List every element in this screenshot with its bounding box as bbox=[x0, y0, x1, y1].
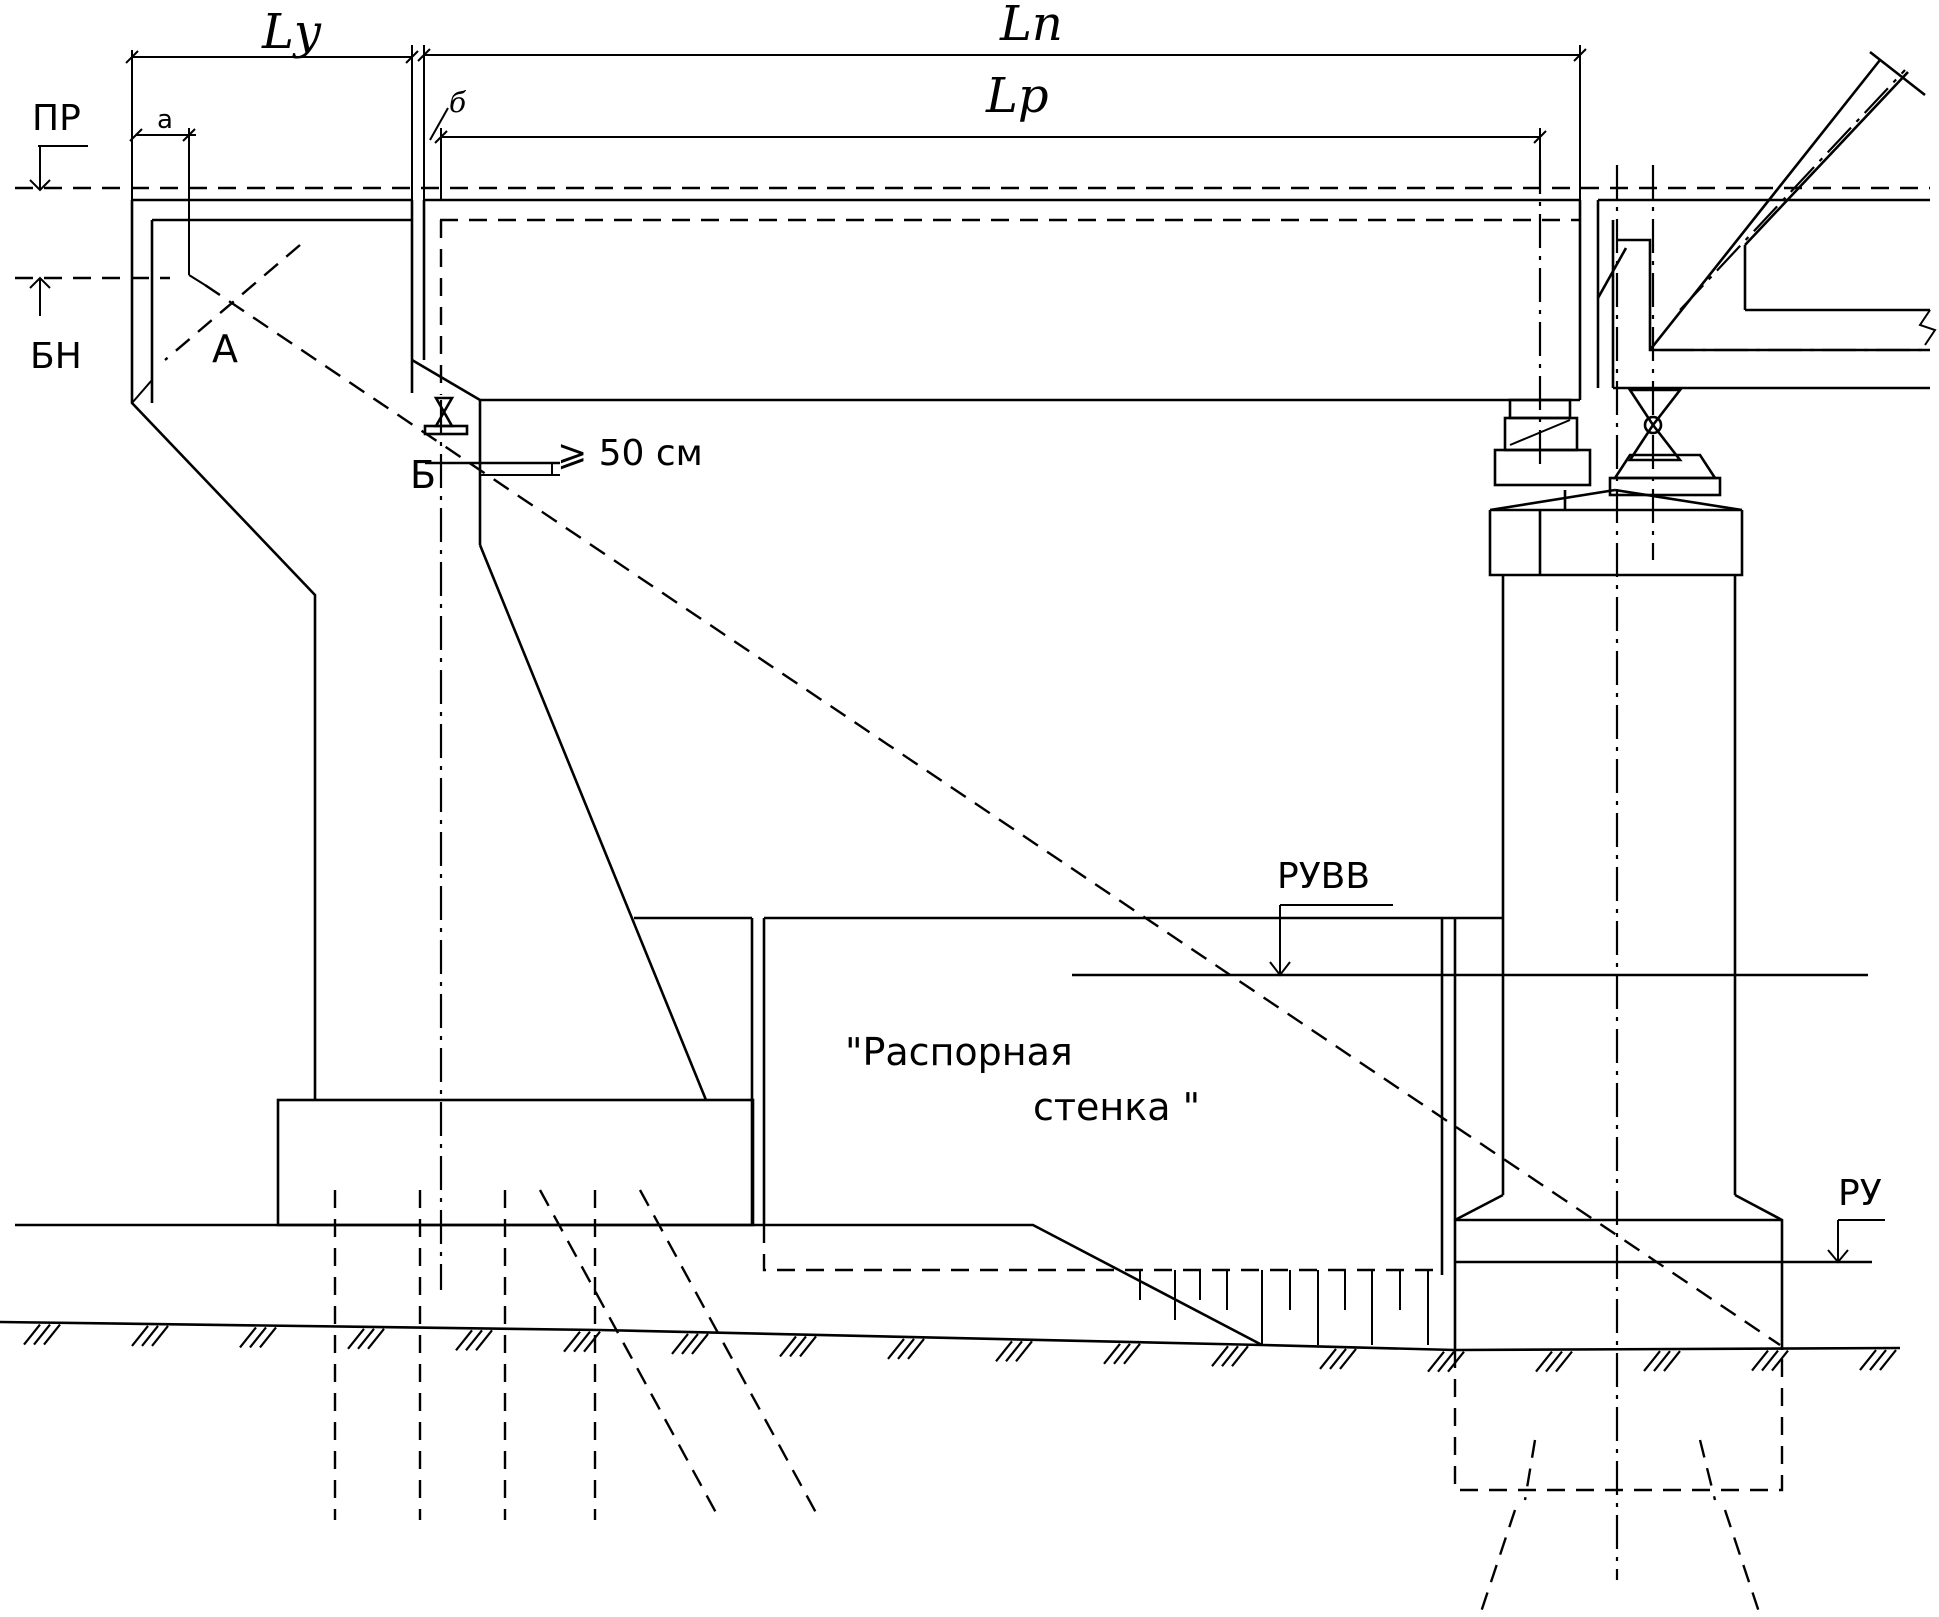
ground-hatch-mark bbox=[1859, 1349, 1877, 1371]
ground-hatch-mark bbox=[799, 1335, 817, 1358]
ground-hatch-mark bbox=[1329, 1348, 1347, 1370]
ground-hatch-mark bbox=[1231, 1345, 1249, 1367]
ground-hatch-mark bbox=[1771, 1349, 1789, 1372]
ground-hatch-mark bbox=[573, 1331, 591, 1353]
ground-hatch-mark bbox=[563, 1331, 581, 1353]
girder bbox=[424, 160, 1582, 470]
ground-hatch-mark bbox=[357, 1328, 375, 1350]
ground-hatch-mark bbox=[1339, 1348, 1357, 1370]
label-b: б bbox=[449, 86, 467, 119]
ground-hatch-mark bbox=[1653, 1350, 1671, 1372]
dimension-ln bbox=[417, 45, 1587, 200]
ground-hatch-mark bbox=[249, 1326, 267, 1349]
ground-line bbox=[0, 1223, 1901, 1352]
ground-hatch-mark bbox=[455, 1329, 473, 1351]
ground-hatch-mark bbox=[347, 1328, 365, 1350]
ground-hatch-mark bbox=[33, 1323, 51, 1346]
ground-hatch-mark bbox=[465, 1329, 483, 1351]
ground-hatch-mark bbox=[239, 1326, 257, 1349]
ground-hatch-mark bbox=[1113, 1343, 1131, 1365]
level-pr bbox=[29, 145, 88, 192]
ground-hatch-mark bbox=[1663, 1350, 1681, 1372]
label-ln: Lп bbox=[999, 0, 1063, 52]
left-foundation bbox=[276, 916, 755, 1227]
ground-hatch-mark bbox=[141, 1325, 159, 1347]
ground-hatch-mark bbox=[475, 1329, 493, 1351]
level-bn bbox=[29, 276, 51, 316]
wall-label-line2: стенка " bbox=[1033, 1085, 1200, 1129]
strut-wall bbox=[762, 916, 1503, 1275]
label-bn: БН bbox=[30, 336, 82, 377]
ground-hatch-mark bbox=[1437, 1351, 1455, 1373]
ground-hatch-mark bbox=[681, 1333, 699, 1355]
ground-hatch-mark bbox=[131, 1325, 149, 1347]
level-ru bbox=[1827, 1219, 1885, 1264]
ground-hatch-mark bbox=[1751, 1349, 1769, 1372]
ground-hatching bbox=[23, 1323, 1897, 1373]
ground-hatch-mark bbox=[671, 1333, 689, 1355]
ground-hatch-mark bbox=[1427, 1351, 1445, 1373]
ground-hatch-mark bbox=[1555, 1350, 1573, 1373]
level-ruvv bbox=[1269, 904, 1393, 977]
label-lp: Lр bbox=[985, 68, 1049, 124]
dimension-lp bbox=[434, 128, 1547, 200]
ground-hatch-mark bbox=[1535, 1350, 1553, 1373]
ground-hatch-mark bbox=[43, 1323, 61, 1346]
ground-hatch-mark bbox=[1545, 1350, 1563, 1373]
ground-hatch-mark bbox=[1879, 1349, 1897, 1371]
label-point-a: А bbox=[212, 327, 238, 371]
dimension-b bbox=[429, 107, 449, 141]
left-piles bbox=[333, 1189, 822, 1521]
label-ruvv: РУВВ bbox=[1277, 856, 1370, 897]
left-abutment bbox=[130, 198, 708, 1101]
prism-line-long bbox=[204, 284, 1781, 1346]
ground-hatch-mark bbox=[1123, 1343, 1141, 1365]
ground-hatch-mark bbox=[1221, 1345, 1239, 1367]
label-ly: Lу bbox=[261, 4, 322, 60]
dimension-ly bbox=[125, 45, 419, 200]
right-bearing bbox=[1608, 388, 1722, 497]
ground-hatch-mark bbox=[1643, 1350, 1661, 1372]
ground-hatch-mark bbox=[691, 1333, 709, 1355]
label-a: а bbox=[157, 105, 173, 135]
ground-hatch-mark bbox=[1211, 1345, 1229, 1367]
ground-hatch-mark bbox=[583, 1331, 601, 1353]
label-min-clearance: ⩾ 50 см bbox=[557, 433, 703, 474]
ground-hatch-mark bbox=[1103, 1343, 1121, 1365]
right-pier bbox=[1453, 165, 1784, 1616]
wall-label-line1: "Распорная bbox=[845, 1030, 1073, 1074]
ground-hatch-mark bbox=[907, 1338, 925, 1360]
riverbed-ticks bbox=[1139, 1270, 1429, 1345]
ground-hatch-mark bbox=[779, 1335, 797, 1358]
ground-hatch-mark bbox=[897, 1338, 915, 1360]
ground-hatch-mark bbox=[367, 1328, 385, 1350]
ground-hatch-mark bbox=[23, 1323, 41, 1346]
ground-hatch-mark bbox=[995, 1340, 1013, 1363]
ground-hatch-mark bbox=[1761, 1349, 1779, 1372]
adjacent-span bbox=[1596, 50, 1937, 390]
ground-hatch-mark bbox=[259, 1326, 277, 1349]
ground-hatch-mark bbox=[1005, 1340, 1023, 1363]
ground-hatch-mark bbox=[887, 1338, 905, 1360]
clearance-dimension bbox=[480, 462, 560, 476]
label-pr: ПР bbox=[32, 98, 81, 139]
label-ru: РУ bbox=[1838, 1173, 1882, 1214]
label-point-b: Б bbox=[410, 453, 436, 497]
ground-hatch-mark bbox=[151, 1325, 169, 1347]
ground-hatch-mark bbox=[789, 1335, 807, 1358]
ground-hatch-mark bbox=[1319, 1348, 1337, 1370]
dimension-a bbox=[129, 128, 206, 286]
ground-hatch-mark bbox=[1015, 1340, 1033, 1363]
left-bearing bbox=[423, 396, 469, 436]
ground-hatch-mark bbox=[1447, 1351, 1465, 1373]
ground-hatch-mark bbox=[1869, 1349, 1887, 1371]
